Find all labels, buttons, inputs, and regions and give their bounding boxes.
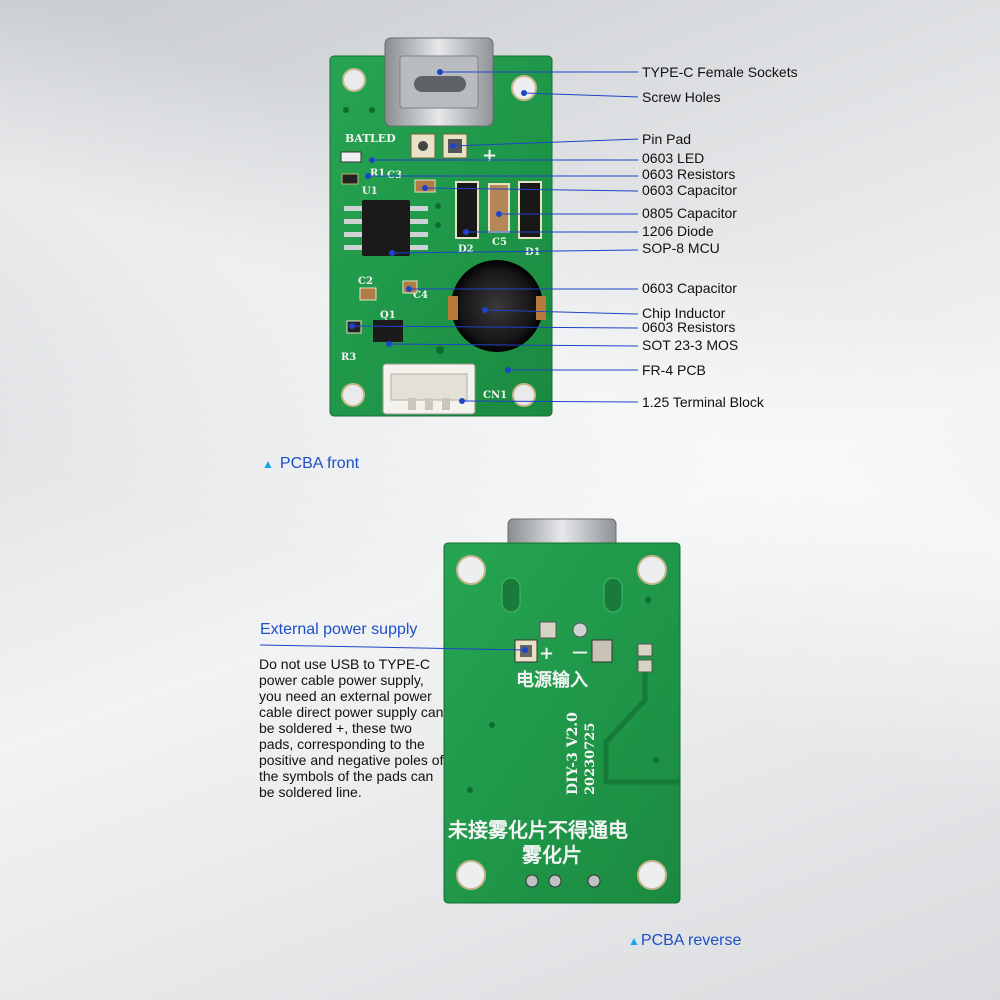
triangle-icon: ▲ [262, 457, 274, 471]
back-plus-mark: + [539, 643, 554, 664]
silk-c2: C2 [358, 276, 373, 287]
silk-d1: D1 [525, 247, 541, 258]
label-screw-holes: Screw Holes [642, 89, 721, 105]
label-terminal-block: 1.25 Terminal Block [642, 394, 764, 410]
label-chip-inductor: Chip Inductor [642, 305, 726, 321]
front-leader-lines [351, 71, 639, 403]
silk-cn1: CN1 [483, 390, 507, 401]
screw-hole [637, 860, 667, 890]
silk-c4: C4 [413, 290, 428, 301]
sop8-mcu [344, 200, 428, 256]
screw-hole [342, 68, 366, 92]
label-0603-capacitor-2: 0603 Capacitor [642, 280, 737, 296]
capacitor [359, 287, 377, 301]
label-0603-led: 0603 LED [642, 150, 705, 166]
silk-bat: BAT [345, 132, 371, 145]
silk-version: DIY-3 V2.0 [565, 712, 581, 795]
silk-power-input: 电源输入 [516, 669, 588, 691]
silk-led: LED [370, 132, 396, 145]
back-minus-mark: — [572, 642, 588, 661]
caption-front: ▲ PCBA front [262, 455, 359, 473]
triangle-icon: ▲ [628, 934, 640, 948]
sot23-mos [373, 320, 403, 342]
silk-u1: U1 [362, 186, 378, 197]
label-0603-resistors-2: 0603 Resistors [642, 319, 736, 335]
silk-date: 20230725 [583, 723, 598, 795]
terminal-block [382, 363, 476, 415]
capacitor-0805 [488, 183, 510, 233]
screw-hole [512, 383, 536, 407]
screw-hole [637, 555, 667, 585]
label-0603-capacitor: 0603 Capacitor [642, 182, 737, 198]
screw-hole [456, 555, 486, 585]
silk-c5: C5 [492, 237, 507, 248]
silk-q1: Q1 [380, 310, 396, 321]
silk-warning: 未接雾化片不得通电 [448, 818, 628, 842]
label-fr4-pcb: FR-4 PCB [642, 362, 706, 378]
plus-mark: + [482, 145, 497, 166]
label-pin-pad: Pin Pad [642, 131, 692, 147]
label-1206-diode: 1206 Diode [642, 223, 714, 239]
diode [455, 181, 479, 239]
caption-reverse: ▲PCBA reverse [628, 932, 741, 950]
screw-hole [341, 383, 365, 407]
pcba-reverse-board: + — 电源输入 DIY-3 V2.0 20230725 未接雾化片不得通电 雾… [443, 518, 681, 904]
label-type-c-sockets: TYPE-C Female Sockets [642, 64, 798, 80]
label-sot23-mos: SOT 23-3 MOS [642, 337, 739, 353]
screw-hole [456, 860, 486, 890]
silk-d2: D2 [458, 244, 474, 255]
silk-r1: R1 [370, 168, 385, 179]
caption-front-text: PCBA front [279, 455, 360, 472]
resistor [341, 173, 359, 185]
diode [518, 181, 542, 239]
pad [539, 621, 557, 639]
pcba-front-board: + BAT LED U1 C3 R1 C2 C4 C5 D1 D2 Q1 R3 … [329, 37, 553, 417]
caption-reverse-text: PCBA reverse [640, 932, 742, 949]
silk-atomizer: 雾化片 [522, 843, 582, 867]
label-sop8-mcu: SOP-8 MCU [642, 240, 720, 256]
external-power-title: External power supply [260, 621, 418, 638]
led [340, 151, 362, 163]
label-0603-resistors: 0603 Resistors [642, 166, 736, 182]
silk-r3: R3 [341, 352, 356, 363]
leader-dots [349, 69, 527, 404]
chip-inductor [448, 260, 546, 352]
external-leader-line [259, 644, 528, 653]
label-0805-capacitor: 0805 Capacitor [642, 205, 737, 221]
screw-hole [511, 75, 537, 101]
minus-pad [591, 639, 613, 663]
external-power-body: Do not use USB to TYPE-C power cable pow… [259, 656, 444, 800]
